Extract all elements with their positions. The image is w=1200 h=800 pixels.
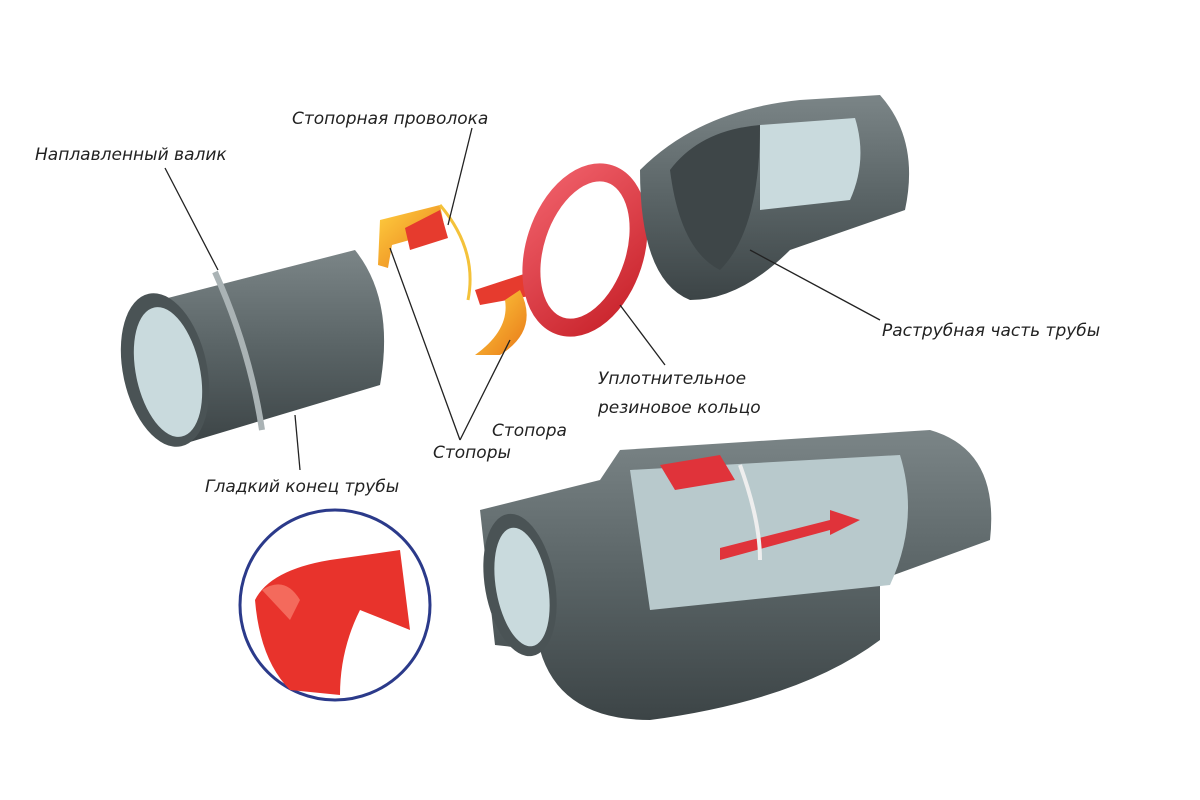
label-stoppers: Стопоры: [433, 443, 511, 463]
label-seal-ring-1: Уплотнительное: [598, 369, 746, 389]
sealing-ring: [522, 163, 648, 337]
socket-pipe: [640, 95, 910, 300]
assembled-joint: [480, 430, 992, 720]
lock-wire: [438, 204, 472, 301]
leader-lines: [164, 127, 881, 471]
label-spigot-end: Гладкий конец трубы: [205, 477, 399, 497]
label-lock-wire: Стопорная проволока: [292, 109, 488, 129]
label-socket-end: Раструбная часть трубы: [882, 321, 1100, 341]
weld-bead: [212, 270, 265, 431]
spigot-pipe: [120, 250, 385, 447]
label-seal-ring-2: резиновое кольцо: [597, 398, 761, 418]
detail-inset: [238, 508, 432, 702]
stoppers: [378, 204, 535, 355]
label-stopper: Стопора: [492, 421, 567, 441]
label-weld-bead: Наплавленный валик: [35, 145, 227, 165]
